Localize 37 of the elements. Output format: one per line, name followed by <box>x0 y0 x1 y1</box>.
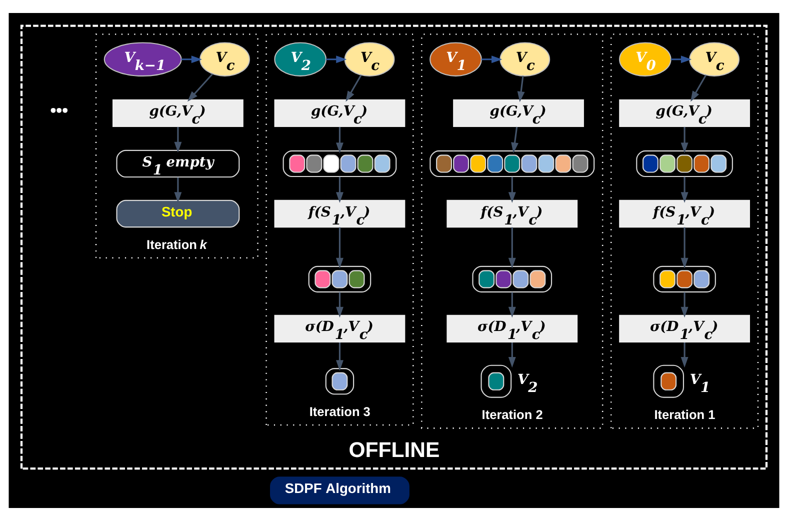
arrow <box>680 126 688 153</box>
arrow <box>670 55 692 63</box>
arrow <box>508 342 516 368</box>
arrow <box>336 176 344 202</box>
node-box <box>325 368 354 394</box>
arrow <box>336 226 344 268</box>
arrow <box>680 292 688 318</box>
node-box: Stop <box>116 199 240 228</box>
arrow <box>481 55 502 63</box>
node-box <box>282 150 397 177</box>
arrow <box>336 342 344 370</box>
arrow <box>181 55 202 63</box>
node-box <box>653 364 684 398</box>
arrow <box>690 74 707 102</box>
node-box <box>636 150 733 177</box>
node-box <box>472 265 552 292</box>
node-box <box>480 364 512 398</box>
arrow <box>517 75 525 102</box>
arrow <box>326 55 347 63</box>
arrow <box>511 126 518 153</box>
label: ••• <box>50 100 68 120</box>
node-box <box>653 265 716 292</box>
arrow <box>508 176 516 202</box>
arrow <box>187 72 214 102</box>
arrow <box>680 176 688 202</box>
arrow <box>336 292 344 318</box>
node-box: SDPF Algorithm <box>270 476 410 504</box>
arrow <box>680 342 688 368</box>
arrow <box>174 126 182 152</box>
node-box <box>308 265 372 292</box>
arrow <box>680 226 688 268</box>
arrow <box>346 74 362 102</box>
arrow <box>336 126 344 153</box>
arrow <box>508 226 516 268</box>
arrow <box>174 176 182 202</box>
arrow <box>508 292 516 318</box>
node-box <box>430 150 595 177</box>
